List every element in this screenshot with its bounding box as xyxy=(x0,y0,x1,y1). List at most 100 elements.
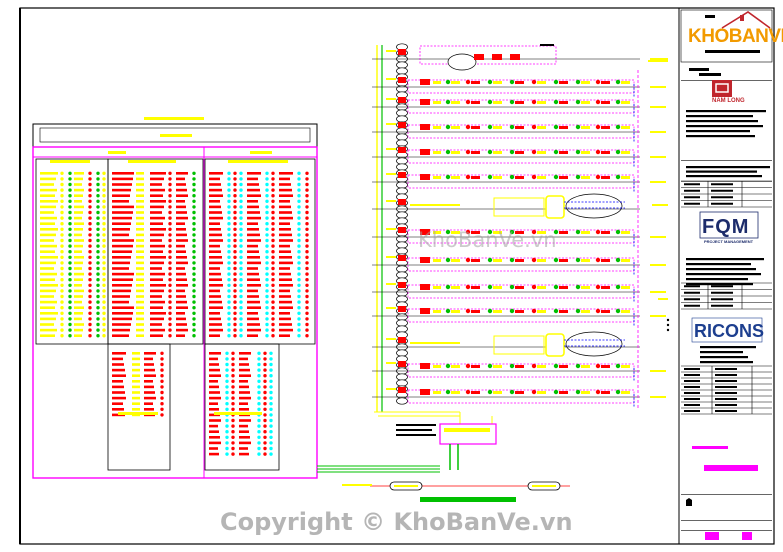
legend-symbol xyxy=(269,441,273,445)
floor-label-bar xyxy=(493,391,502,394)
legend-text-bar xyxy=(176,312,185,315)
floor-device xyxy=(615,124,621,130)
floor-device xyxy=(509,124,515,130)
legend-symbol xyxy=(60,289,64,293)
legend-symbol xyxy=(227,300,231,304)
legend-symbol xyxy=(192,334,196,338)
legend-symbol xyxy=(160,413,164,417)
floor-side-label xyxy=(650,156,666,158)
legend-symbol xyxy=(68,289,72,293)
title-block-text-line xyxy=(684,285,700,288)
legend-text-bar xyxy=(150,177,164,181)
legend-symbol xyxy=(233,233,237,237)
floor-transformer xyxy=(545,333,565,357)
legend-symbol xyxy=(263,390,267,395)
legend-text-bar xyxy=(74,312,83,315)
title-block-text-line xyxy=(686,263,751,266)
floor-label-bar xyxy=(386,307,396,309)
legend-symbol xyxy=(265,294,269,299)
legend-text-bar xyxy=(150,312,166,315)
legend-text-bar xyxy=(209,211,222,214)
legend-text-bar xyxy=(112,239,134,242)
floor-label-bar xyxy=(621,365,630,368)
legend-symbol xyxy=(60,233,64,237)
legend-symbol xyxy=(269,379,273,383)
legend-text-bar xyxy=(176,239,188,242)
legend-symbol xyxy=(192,322,196,327)
legend-text-bar xyxy=(144,352,156,355)
floor-device xyxy=(510,54,520,60)
legend-symbol xyxy=(231,396,235,400)
legend-symbol xyxy=(297,311,301,315)
floor-device xyxy=(420,389,430,395)
legend-symbol xyxy=(297,216,301,220)
legend-symbol xyxy=(225,407,229,411)
riser-bus-segment xyxy=(396,139,408,147)
legend-symbol xyxy=(271,216,275,220)
legend-symbol xyxy=(68,311,72,315)
legend-symbol xyxy=(271,233,275,237)
legend-symbol xyxy=(96,188,100,192)
floor-device xyxy=(445,284,451,290)
floor-device xyxy=(487,229,493,235)
floor-device xyxy=(531,99,537,105)
legend-text-bar xyxy=(176,183,186,186)
floor-device xyxy=(531,284,537,290)
legend-symbol xyxy=(257,402,261,406)
legend-symbol xyxy=(102,222,106,226)
legend-symbol xyxy=(168,238,172,243)
legend-symbol xyxy=(231,418,235,423)
legend-symbol xyxy=(88,255,92,259)
legend-text-bar xyxy=(132,402,140,405)
legend-text-bar xyxy=(74,295,83,298)
floor-breaker xyxy=(398,361,406,367)
legend-symbol xyxy=(239,306,243,310)
legend-symbol xyxy=(60,317,64,321)
legend-symbol xyxy=(168,261,172,265)
legend-symbol xyxy=(265,244,269,248)
floor-label-bar xyxy=(451,151,460,154)
legend-symbol xyxy=(192,233,196,237)
legend-text-bar xyxy=(132,352,140,355)
floor-label-bar xyxy=(601,81,610,84)
legend-symbol xyxy=(227,328,231,332)
legend-symbol xyxy=(231,351,235,355)
legend-symbol xyxy=(271,182,275,187)
legend-symbol xyxy=(102,266,106,271)
legend-symbol xyxy=(263,385,267,389)
legend-text-bar xyxy=(144,385,154,389)
legend-text-bar xyxy=(247,267,258,270)
legend-symbol xyxy=(68,216,72,220)
floor-label-bar xyxy=(601,151,610,154)
legend-text-bar xyxy=(74,194,83,197)
legend-text-bar xyxy=(176,233,187,237)
legend-symbol xyxy=(227,289,231,293)
legend-symbol xyxy=(269,357,273,361)
legend-text-bar xyxy=(209,352,221,355)
floor-label-bar xyxy=(581,391,590,394)
legend-symbol xyxy=(168,322,172,327)
legend-text-bar xyxy=(136,205,144,209)
legend-symbol xyxy=(305,311,309,315)
floor-device xyxy=(531,79,537,85)
legend-symbol xyxy=(233,194,237,198)
legend-symbol xyxy=(96,199,100,203)
legend-symbol xyxy=(88,216,92,220)
legend-symbol xyxy=(271,278,275,282)
floor-label-bar xyxy=(493,176,502,179)
legend-symbol xyxy=(68,233,72,237)
legend-symbol xyxy=(68,199,72,203)
legend-text-bar xyxy=(136,177,144,181)
floor-label-bar xyxy=(386,78,396,80)
legend-symbol xyxy=(96,289,100,293)
floor-label-bar xyxy=(386,283,396,285)
legend-text-bar xyxy=(247,233,260,237)
legend-text-bar xyxy=(150,256,166,259)
legend-symbol xyxy=(225,452,229,456)
floor-device xyxy=(575,149,581,155)
legend-symbol xyxy=(88,317,92,321)
title-block-text-line xyxy=(711,202,733,205)
legend-text-bar xyxy=(150,272,165,276)
title-block-text-line xyxy=(715,398,737,400)
legend-text-bar xyxy=(40,228,58,231)
